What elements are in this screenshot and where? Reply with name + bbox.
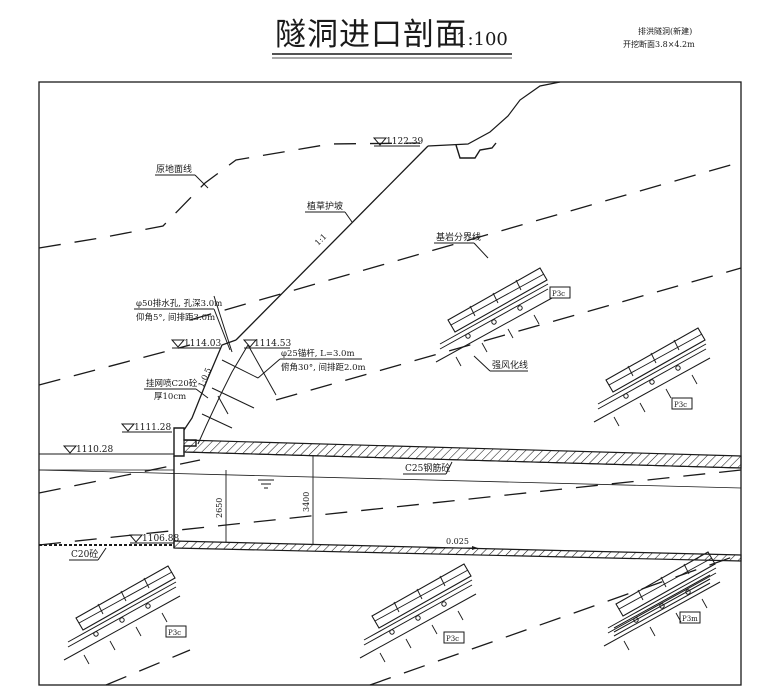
label-weak-weathering: 强风化线 [492, 359, 528, 371]
drain-hole-2 [217, 395, 229, 415]
leader-drain-2 [213, 308, 231, 351]
elevation-marker-1110: 1110.28 [62, 445, 113, 455]
svg-text:1106.88: 1106.88 [142, 534, 179, 544]
leader-anchor-2 [257, 358, 281, 379]
label-drain-hole-2: 仰角5°, 间排距3.0m [136, 312, 215, 323]
leader-original-ground-2 [194, 174, 209, 189]
original-ground-line [38, 142, 421, 249]
drain-hole-1 [213, 295, 233, 353]
elevation-marker-1122: 1122.39 [372, 137, 423, 147]
invert-lining [173, 540, 742, 562]
svg-text:1111.28: 1111.28 [134, 423, 171, 433]
label-lining: C25钢筋砼 [405, 462, 450, 474]
rock-symbol-3 [63, 565, 181, 665]
label-original-ground: 原地面线 [156, 163, 192, 175]
drawing-frame [38, 81, 742, 686]
leader-lining-2 [445, 461, 453, 475]
tunnel-rock-line [38, 459, 201, 494]
label-shotcrete-2: 厚10cm [154, 392, 186, 402]
lower-rock-line-1 [38, 469, 742, 546]
leader-shotcrete-2 [195, 388, 209, 399]
rock-tag-1: P3c [549, 286, 571, 299]
scale-text: 1:100 [456, 29, 508, 50]
terrain-profile [427, 81, 561, 147]
title-text: 隧洞进口剖面 [275, 17, 467, 53]
rock-symbol-4 [359, 563, 477, 663]
svg-text:P3c: P3c [552, 290, 565, 298]
leader-c20-2 [97, 547, 107, 561]
tunnel-crown-inner-2 [38, 469, 742, 489]
svg-text:1114.03: 1114.03 [184, 339, 221, 349]
elevation-marker-1114b: 1114.53 [242, 339, 291, 349]
rock-symbol-2 [593, 327, 711, 427]
rock-tag-2: P3c [671, 397, 693, 410]
label-anchor-2: 俯角30°, 间排距2.0m [281, 362, 366, 373]
gradient-arrowhead [472, 546, 478, 550]
rock-symbol-1 [435, 267, 553, 367]
rock-tag-5: P3m [679, 611, 701, 624]
svg-text:1114.53: 1114.53 [254, 339, 291, 349]
label-drain-hole-1: φ50排水孔, 孔深3.0m [136, 298, 222, 309]
svg-text:P3c: P3c [674, 401, 687, 409]
dim-inner-text: 2650 [215, 498, 224, 518]
anchor-bar-3 [201, 413, 233, 429]
excavation-slope-lower [183, 339, 237, 431]
rock-hatch-extra [613, 574, 711, 637]
leader-bedrock-2 [473, 242, 489, 259]
berm-ditch [455, 142, 497, 159]
svg-text:P3c: P3c [168, 629, 181, 637]
elevation-marker-1111: 1111.28 [120, 423, 172, 433]
slope-face-outline [197, 344, 249, 445]
leader-slope-protection-2 [344, 211, 353, 223]
dim-outer-text: 3400 [302, 492, 311, 512]
label-slope-protection: 植草护坡 [307, 200, 343, 212]
bedrock-boundary-line [189, 161, 742, 321]
tunnel-crown-inner [183, 451, 742, 469]
anchor-bar-2 [211, 387, 255, 409]
excavation-slope-upper [235, 145, 429, 341]
elevation-marker-1106: 1106.88 [128, 534, 179, 544]
label-anchor-1: φ25锚杆, L=3.0m [281, 348, 355, 359]
rock-tag-4: P3c [443, 631, 465, 644]
lower-rock-line-3 [105, 649, 191, 686]
svg-text:1122.39: 1122.39 [386, 137, 423, 147]
anchor-bar-1 [221, 359, 259, 379]
label-slope-ratio-upper: 1:1 [313, 232, 328, 247]
label-shotcrete-1: 挂网喷C20砼 [146, 378, 198, 389]
gradient-text: 0.025 [446, 537, 469, 546]
svg-text:1110.28: 1110.28 [76, 445, 113, 455]
weak-weathering-line [275, 267, 742, 401]
rock-line-left [38, 344, 191, 386]
svg-text:P3c: P3c [446, 635, 459, 643]
header-note-2: 开挖断面3.8×4.2m [623, 39, 695, 49]
label-bedrock-boundary: 基岩分界线 [436, 231, 481, 243]
svg-text:P3m: P3m [682, 615, 698, 623]
elevation-marker-1114a: 1114.03 [170, 339, 221, 349]
leader-weak-2 [473, 355, 491, 372]
slope-face-offset [247, 344, 277, 396]
label-c20: C20砼 [71, 548, 98, 560]
rock-tag-3: P3c [165, 625, 187, 638]
header-note-1: 排洪隧洞(新建) [638, 26, 692, 36]
label-slope-ratio-lower: 1:0.5 [197, 366, 214, 388]
